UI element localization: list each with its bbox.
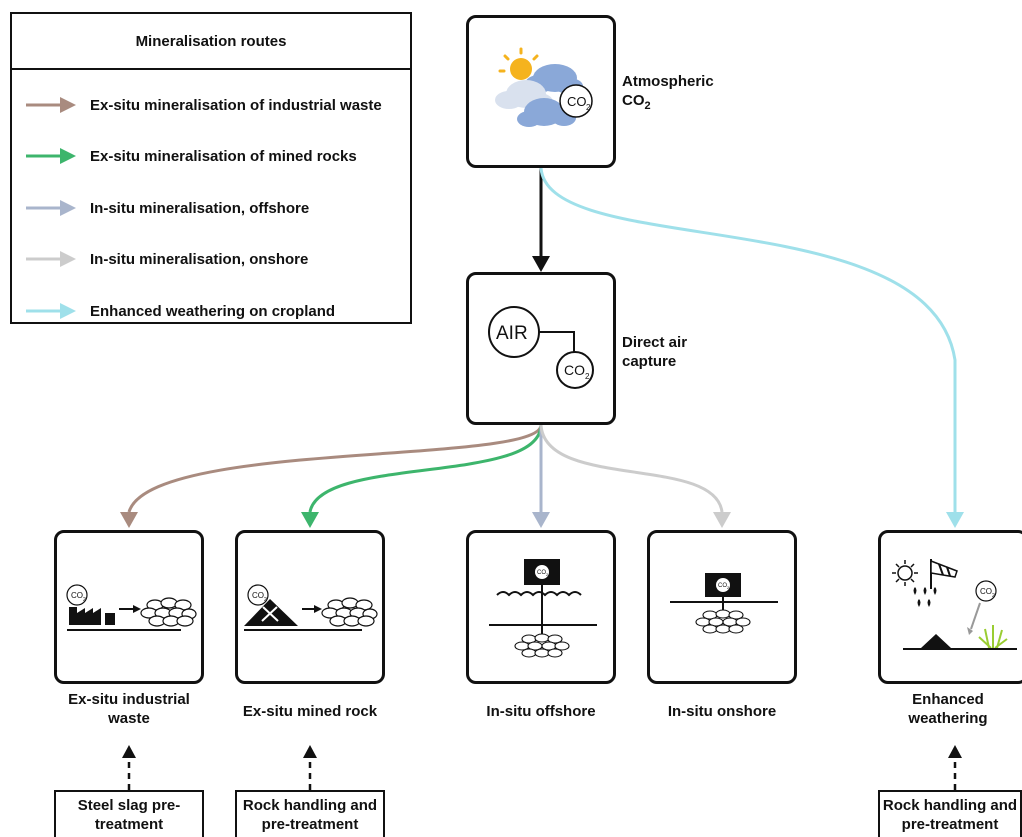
onshore-node: CO 2 xyxy=(647,530,797,684)
co2-badge-text: CO xyxy=(718,583,727,589)
co2-badge-text: CO xyxy=(567,94,587,109)
arrow-dac-to-mined xyxy=(308,424,543,513)
legend-title: Mineralisation routes xyxy=(12,14,410,70)
co2-badge-text: CO xyxy=(980,587,992,596)
rock-dust-icon xyxy=(921,634,951,648)
co2-badge-sub: 2 xyxy=(585,372,590,381)
co2-badge-icon xyxy=(247,584,269,606)
mined-rock-node: CO 2 xyxy=(235,530,385,684)
atmospheric-co2-label: Atmospheric CO2 xyxy=(622,72,714,116)
arrow-blue-grey-icon xyxy=(26,200,76,216)
legend-item-label: Ex-situ mineralisation of industrial was… xyxy=(90,96,382,114)
mined-rock-label: Ex-situ mined rock xyxy=(242,703,378,720)
onshore-label: In-situ onshore xyxy=(667,703,777,720)
offshore-injection-icon: CO 2 xyxy=(489,559,597,658)
arrowhead-mined xyxy=(301,512,319,528)
label-text: CO xyxy=(622,92,645,109)
rock-pile-icon xyxy=(695,609,751,634)
mine-icon: CO 2 xyxy=(244,584,378,631)
co2-badge-text: CO xyxy=(537,570,546,576)
rock-pile-icon xyxy=(140,597,197,627)
weathering-icon: CO 2 xyxy=(892,559,1017,650)
rock-handling-pretreatment-box: Rock handling and pre-treatment xyxy=(235,790,385,837)
co2-badge-sub: 2 xyxy=(727,585,730,590)
legend-item-label: Enhanced weathering on cropland xyxy=(90,302,336,320)
arrow-cyan-icon xyxy=(26,303,76,319)
arrow-atmosphere-to-weathering xyxy=(539,167,957,512)
factory-icon: CO 2 xyxy=(66,584,197,631)
air-text: AIR xyxy=(496,323,528,344)
label-line: capture xyxy=(622,353,677,370)
air-capture-icon: AIR CO 2 xyxy=(488,306,594,389)
arrow-green-icon xyxy=(26,148,76,164)
co2-badge-icon xyxy=(559,84,593,118)
steel-slag-pretreatment-box: Steel slag pre-treatment xyxy=(54,790,204,837)
offshore-label: In-situ offshore xyxy=(486,703,596,720)
legend-item: Ex-situ mineralisation of mined rocks xyxy=(12,145,357,167)
co2-badge-icon xyxy=(716,578,730,592)
legend-item-label: In-situ mineralisation, offshore xyxy=(90,199,310,217)
co2-badge-sub: 2 xyxy=(586,103,591,112)
label-sub: 2 xyxy=(644,100,651,112)
co2-badge-text: CO xyxy=(252,591,264,600)
industrial-waste-label: Ex-situ industrial waste xyxy=(68,691,190,727)
legend-item: In-situ mineralisation, onshore xyxy=(12,248,308,270)
co2-badge-sub: 2 xyxy=(546,572,549,577)
co2-badge-icon xyxy=(975,580,997,602)
arrowhead-weathering xyxy=(946,512,964,528)
windsock-icon xyxy=(930,559,958,589)
onshore-injection-icon: CO 2 xyxy=(670,573,778,634)
arrowhead-onshore xyxy=(713,512,731,528)
legend-item: Ex-situ mineralisation of industrial was… xyxy=(12,94,382,116)
co2-badge-sub: 2 xyxy=(992,593,995,599)
arrowhead-steel xyxy=(122,745,136,758)
arrow-dac-to-industrial xyxy=(127,424,543,513)
co2-badge-sub: 2 xyxy=(264,597,267,603)
plant-icon xyxy=(978,625,1008,649)
co2-badge-text: CO xyxy=(564,362,585,378)
weathering-node: CO 2 xyxy=(878,530,1022,684)
legend: Mineralisation routes Ex-situ mineralisa… xyxy=(10,12,412,324)
direct-air-capture-label: Direct air capture xyxy=(622,333,687,371)
legend-item: Enhanced weathering on cropland xyxy=(12,300,335,322)
arrowhead-rock1 xyxy=(303,745,317,758)
label-line: CO2 xyxy=(622,91,714,116)
arrow-dac-to-onshore xyxy=(539,424,724,513)
arrowhead-rock2 xyxy=(948,745,962,758)
rock-pile-icon xyxy=(514,633,570,658)
weathering-label: Enhanced weathering xyxy=(908,691,988,727)
direct-air-capture-node: AIR CO 2 xyxy=(466,272,616,425)
offshore-node: CO 2 xyxy=(466,530,616,684)
label-line: Atmospheric xyxy=(622,73,714,90)
sun-icon xyxy=(498,47,539,80)
sun-outline-icon xyxy=(892,560,918,586)
industrial-waste-node: CO 2 xyxy=(54,530,204,684)
co2-badge-text: CO xyxy=(71,591,83,600)
co2-badge-icon xyxy=(535,565,549,579)
co2-badge-sub: 2 xyxy=(83,597,86,603)
arrow-brown-icon xyxy=(26,97,76,113)
arrow-light-grey-icon xyxy=(26,251,76,267)
arrowhead-offshore xyxy=(532,512,550,528)
atmospheric-co2-node: CO 2 xyxy=(466,15,616,168)
legend-item-label: Ex-situ mineralisation of mined rocks xyxy=(90,147,357,165)
rock-handling-pretreatment-box: Rock handling and pre-treatment xyxy=(878,790,1022,837)
sun-clouds-icon: CO 2 xyxy=(495,47,593,127)
legend-item-label: In-situ mineralisation, onshore xyxy=(90,250,309,268)
co2-badge-icon xyxy=(66,584,88,606)
arrowhead-industrial xyxy=(120,512,138,528)
arrowhead-dac xyxy=(532,256,550,272)
label-line: Direct air xyxy=(622,334,688,351)
rain-icon xyxy=(913,587,937,607)
rock-pile-icon xyxy=(321,597,378,627)
co2-badge-icon xyxy=(556,351,594,389)
legend-item: In-situ mineralisation, offshore xyxy=(12,197,309,219)
